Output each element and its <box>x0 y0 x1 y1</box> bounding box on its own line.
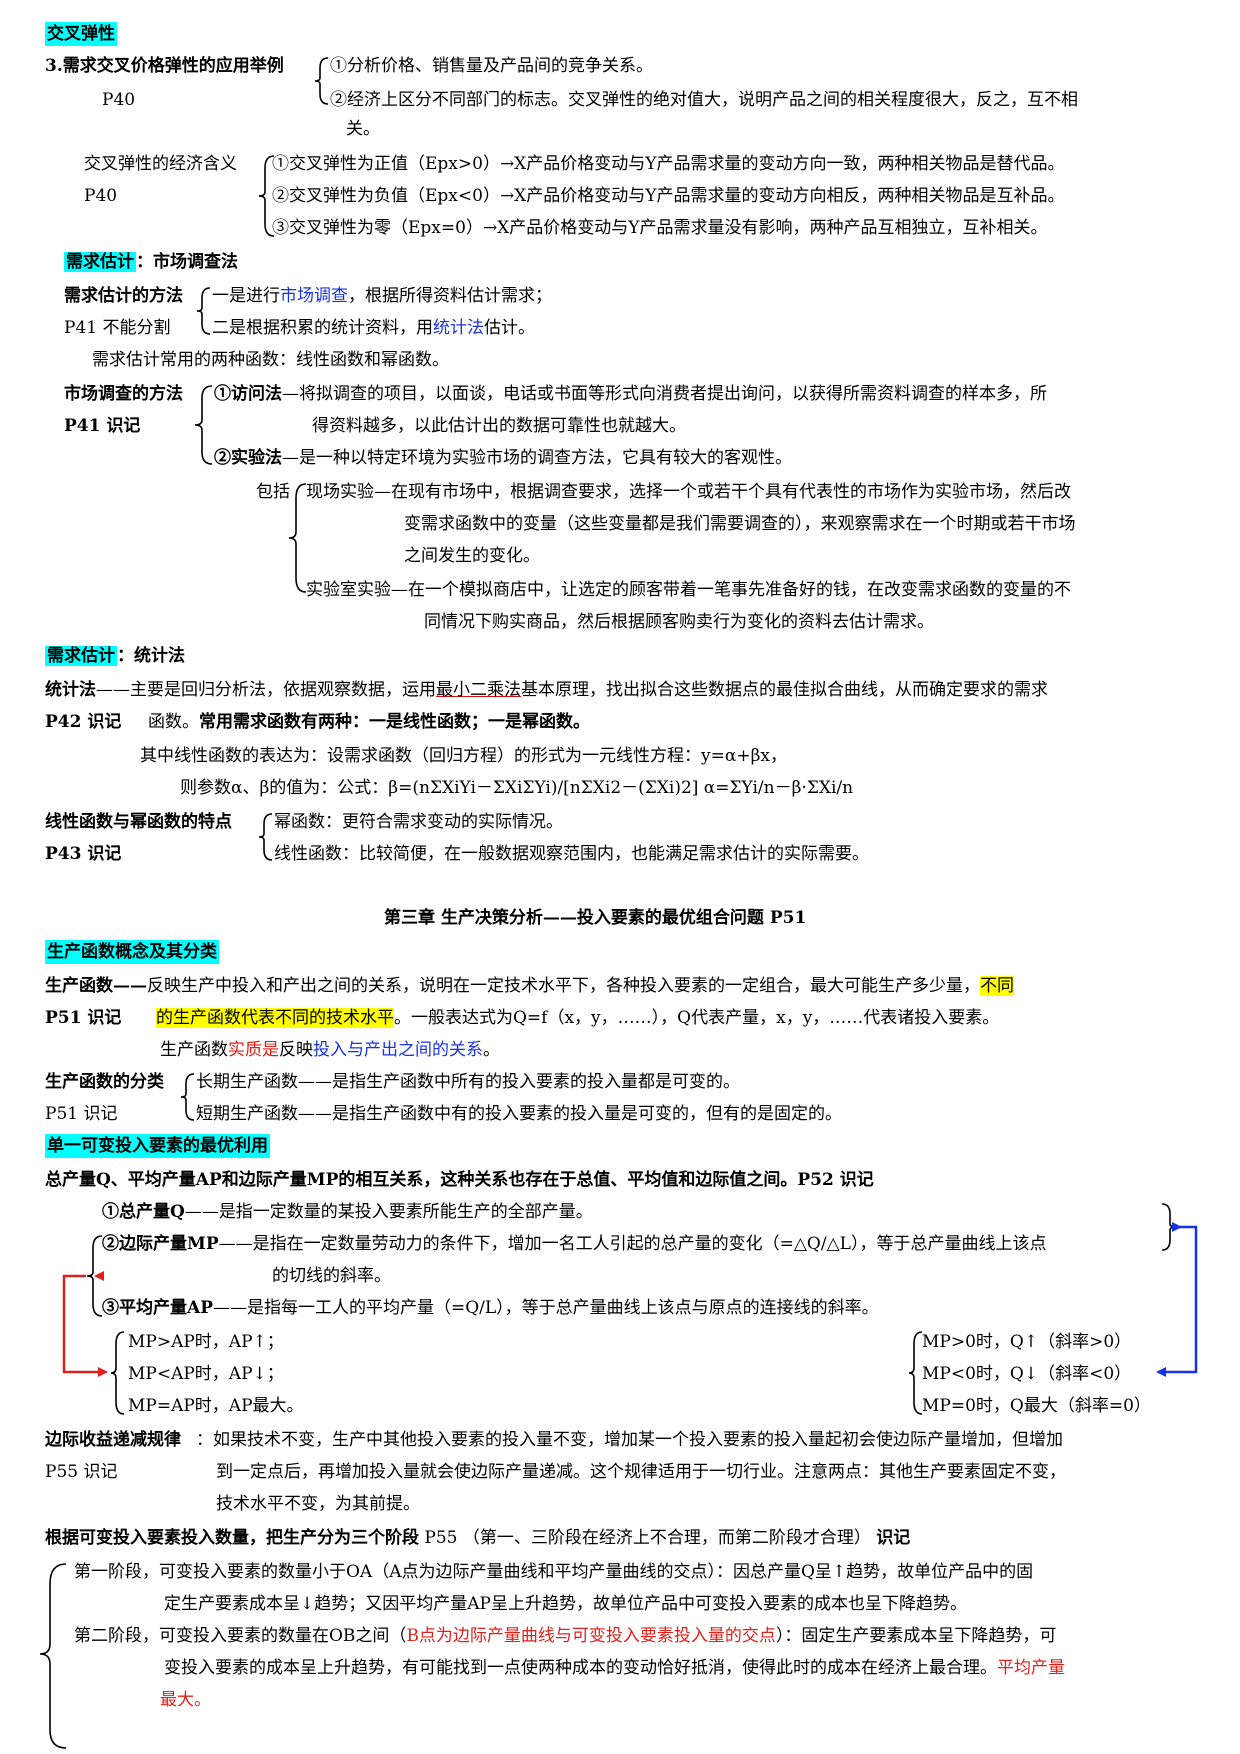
list-item: 实验室实验—在一个模拟商店中，让选定的顾客带着一笔事先准备好的钱，在改变需求函数… <box>306 580 1071 600</box>
brace <box>110 1331 125 1415</box>
list-item: ②经济上区分不同部门的标志。交叉弹性的绝对值大，说明产品之间的相关程度很大，反之… <box>330 90 1078 110</box>
list-item: 得资料越多，以此估计出的数据可靠性也就越大。 <box>312 416 686 436</box>
list-item: MP>0时，Q↑（斜率>0） <box>922 1332 1132 1352</box>
list-item: MP<AP时，AP↓； <box>128 1364 284 1384</box>
section-head-statistics: 需求估计：统计法 <box>45 646 185 666</box>
page-ref: P41 不能分割 <box>64 318 171 338</box>
brace <box>39 1563 67 1749</box>
list-item: ③平均产量AP——是指每一工人的平均产量（=Q/L），等于总产量曲线上该点与原点… <box>102 1298 879 1318</box>
list-item: 关。 <box>346 119 380 139</box>
list-item: 幂函数：更符合需求变动的实际情况。 <box>274 812 563 832</box>
paragraph: 需求估计常用的两种函数：线性函数和幂函数。 <box>92 350 449 370</box>
page-ref: P51 识记 <box>45 1008 122 1028</box>
paragraph: 根据可变投入要素投入数量，把生产分为三个阶段 P55 （第一、三阶段在经济上不合… <box>45 1528 911 1548</box>
page-ref: P43 识记 <box>45 844 122 864</box>
paragraph: 技术水平不变，为其前提。 <box>216 1494 420 1514</box>
page-ref: P51 识记 <box>45 1104 118 1124</box>
brace <box>258 155 275 237</box>
label: 线性函数与幂函数的特点 <box>45 812 232 832</box>
list-item: ①访问法—将拟调查的项目，以面谈，电话或书面等形式向消费者提出询问，以获得所需资… <box>214 384 1047 404</box>
list-item: ①分析价格、销售量及产品间的竞争关系。 <box>330 56 653 76</box>
app-title: 3.需求交叉价格弹性的应用举例 <box>45 56 284 76</box>
label: 边际收益递减规律 <box>45 1430 181 1450</box>
list-item: 变投入要素的成本呈上升趋势，有可能找到一点使两种成本的变动恰好抵消，使得此时的成… <box>164 1658 1065 1678</box>
list-item: 一是进行市场调查，根据所得资料估计需求； <box>212 286 552 306</box>
section-head-demand-estimation: 需求估计：市场调查法 <box>64 252 238 272</box>
list-item: 二是根据积累的统计资料，用统计法估计。 <box>212 318 535 338</box>
list-item: 线性函数：比较简便，在一般数据观察范围内，也能满足需求估计的实际需要。 <box>274 844 869 864</box>
page-ref: P40 <box>102 90 136 110</box>
brace <box>314 57 329 105</box>
list-item: 现场实验—在现有市场中，根据调查要求，选择一个或若干个具有代表性的市场作为实验市… <box>306 482 1071 502</box>
list-item: 定生产要素成本呈↓趋势；又因平均产量AP呈上升趋势，故单位产品中可变投入要素的成… <box>164 1594 967 1614</box>
list-item: MP=0时，Q最大（斜率=0） <box>922 1396 1151 1416</box>
label: 包括 <box>256 482 290 502</box>
formula: 则参数α、β的值为：公式：β=(nΣXiYi－ΣXiΣYi)/[nΣXi2－(Σ… <box>180 778 854 798</box>
section-head-cross-elasticity: 交叉弹性 <box>45 22 117 46</box>
page-ref: P41 识记 <box>64 416 141 436</box>
list-item: MP>AP时，AP↑； <box>128 1332 284 1352</box>
brace <box>288 483 307 593</box>
page-ref: P40 <box>84 186 118 206</box>
list-item: ②交叉弹性为负值（Epx<0）→X产品价格变动与Y产品需求量的变动方向相反，两种… <box>272 186 1065 206</box>
list-item: 的切线的斜率。 <box>272 1266 391 1286</box>
paragraph: 其中线性函数的表达为：设需求函数（回归方程）的形式为一元线性方程：y=α+βx， <box>140 746 787 766</box>
list-item: MP=AP时，AP最大。 <box>128 1396 304 1416</box>
brace <box>196 287 211 335</box>
paragraph: 的生产函数代表不同的技术水平。一般表达式为Q=f（x，y，……），Q代表产量，x… <box>156 1008 1000 1028</box>
paragraph: 生产函数实质是反映投入与产出之间的关系。 <box>160 1040 500 1060</box>
label: 生产函数的分类 <box>45 1072 164 1092</box>
brace <box>180 1073 195 1121</box>
list-item: 最大。 <box>160 1690 211 1710</box>
list-item: 同情况下购实商品，然后根据顾客购卖行为变化的资料去估计需求。 <box>424 612 934 632</box>
paragraph: 总产量Q、平均产量AP和边际产量MP的相互关系，这种关系也存在于总值、平均值和边… <box>45 1170 874 1190</box>
paragraph: 统计法——主要是回归分析法，依据观察数据，运用最小二乘法基本原理，找出拟合这些数… <box>45 680 1048 700</box>
page-ref: P42 识记 <box>45 712 122 732</box>
list-item: ②边际产量MP——是指在一定数量劳动力的条件下，增加一名工人引起的总产量的变化（… <box>102 1234 1047 1254</box>
label: 交叉弹性的经济含义 <box>84 154 237 174</box>
brace <box>86 1235 103 1317</box>
list-item: 第二阶段，可变投入要素的数量在OB之间（B点为边际产量曲线与可变投入要素投入量的… <box>74 1626 1057 1646</box>
brace <box>194 385 213 465</box>
list-item: ①总产量Q——是指一定数量的某投入要素所能生产的全部产量。 <box>102 1202 593 1222</box>
paragraph: 生产函数——反映生产中投入和产出之间的关系，说明在一定技术水平下，各种投入要素的… <box>45 976 1014 996</box>
section-head-production-function: 生产函数概念及其分类 <box>45 940 219 964</box>
paragraph: 到一定点后，再增加投入量就会使边际产量递减。这个规律适用于一切行业。注意两点：其… <box>216 1462 1066 1482</box>
label: 需求估计的方法 <box>64 286 183 306</box>
paragraph: ：如果技术不变，生产中其他投入要素的投入量不变，增加某一个投入要素的投入量起初会… <box>196 1430 1063 1450</box>
paragraph: 函数。常用需求函数有两种：一是线性函数；一是幂函数。 <box>148 712 590 732</box>
list-item: 之间发生的变化。 <box>404 546 540 566</box>
section-head-single-input: 单一可变投入要素的最优利用 <box>45 1134 270 1158</box>
page-ref: P55 识记 <box>45 1462 118 1482</box>
list-item: ①交叉弹性为正值（Epx>0）→X产品价格变动与Y产品需求量的变动方向一致，两种… <box>272 154 1065 174</box>
list-item: ②实验法—是一种以特定环境为实验市场的调查方法，它具有较大的客观性。 <box>214 448 792 468</box>
list-item: 短期生产函数——是指生产函数中有的投入要素的投入量是可变的，但有的是固定的。 <box>196 1104 842 1124</box>
label: 市场调查的方法 <box>64 384 183 404</box>
brace <box>258 813 273 861</box>
chapter-title: 第三章 生产决策分析——投入要素的最优组合问题 P51 <box>384 908 807 928</box>
list-item: ③交叉弹性为零（Epx=0）→X产品价格变动与Y产品需求量没有影响，两种产品互相… <box>272 218 1048 238</box>
list-item: 变需求函数中的变量（这些变量都是我们需要调查的），来观察需求在一个时期或若干市场 <box>404 514 1076 534</box>
list-item: 第一阶段，可变投入要素的数量小于OA（A点为边际产量曲线和平均产量曲线的交点）：… <box>74 1562 1034 1582</box>
brace <box>908 1331 923 1415</box>
list-item: MP<0时，Q↓（斜率<0） <box>922 1364 1132 1384</box>
list-item: 长期生产函数——是指生产函数中所有的投入要素的投入量都是可变的。 <box>196 1072 740 1092</box>
